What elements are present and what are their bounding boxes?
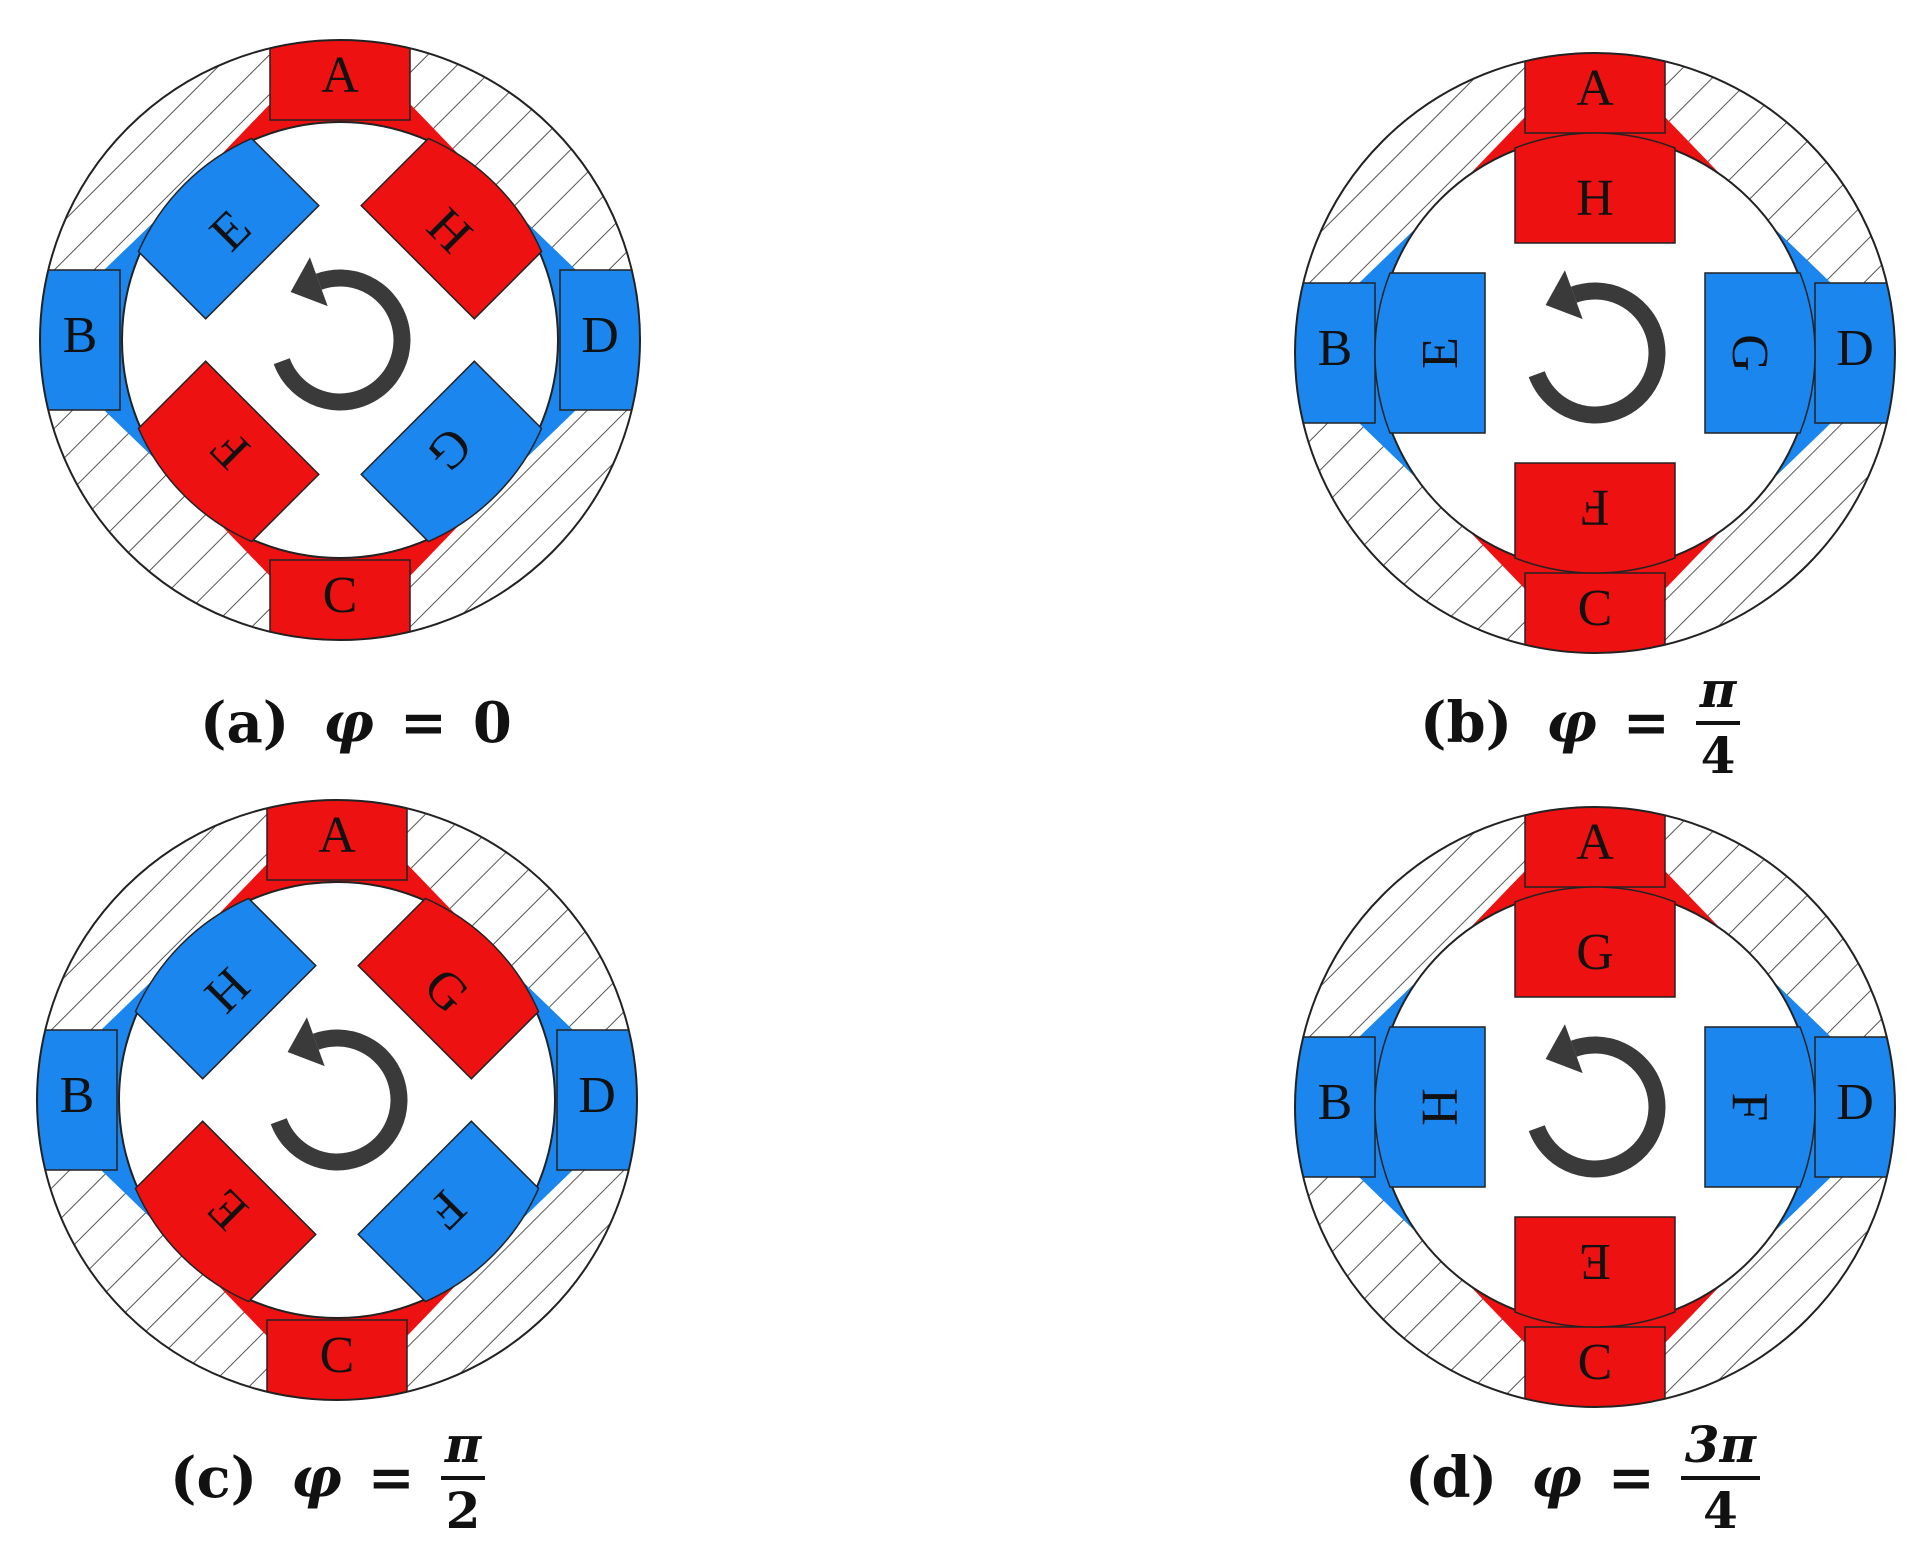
stator-pole-label: C [323, 567, 358, 624]
rotor-pole-h: H [134, 897, 317, 1080]
rotor-pole-h: H [1514, 132, 1676, 244]
caption-c-denominator: 2 [445, 1481, 481, 1540]
stator-pole-label: B [60, 1067, 95, 1124]
rotor-poles: H G F E [1374, 132, 1816, 574]
stator-outer-boundary [1294, 806, 1896, 1408]
rotor-pole-g: G [1704, 272, 1816, 434]
motor-diagram-d: A D C B G F E H [1294, 806, 1896, 1408]
rotor-pole-h: H [360, 137, 543, 320]
stator-pole-label: B [1318, 1074, 1353, 1131]
caption-a-symbol: φ [323, 690, 374, 756]
rotor-pole-label: G [1721, 334, 1778, 372]
rotor-pole-e: E [1374, 272, 1486, 434]
panel-b: A D C B H G F E [1285, 43, 1905, 668]
caption-c-equals: = [367, 1445, 415, 1511]
stator-pole-label: C [1578, 1334, 1613, 1391]
rotor-pole-f: F [1514, 462, 1676, 574]
caption-b-label: (b) [1420, 690, 1513, 756]
stator-pole-label: D [1836, 1074, 1874, 1131]
stator-poles: A D C B [37, 800, 637, 1400]
rotor-poles: G F E H [1374, 886, 1816, 1328]
rotor-pole-label: H [1412, 1088, 1469, 1126]
stator-pole-label: D [578, 1067, 616, 1124]
rotor-pole-label: G [1576, 924, 1614, 981]
rotor-pole-g: G [357, 897, 540, 1080]
panel-d: A D C B G F E H [1285, 797, 1905, 1422]
rotation-arrow-icon [1528, 270, 1666, 424]
caption-b-equals: = [1622, 690, 1670, 756]
caption-b-numerator: π [1699, 660, 1737, 719]
caption-d-fraction-bar [1680, 1476, 1761, 1480]
caption-c-fraction: π 2 [440, 1415, 486, 1540]
stator-pole-label: D [1836, 320, 1874, 377]
caption-c-symbol: φ [291, 1445, 342, 1511]
caption-c-label: (c) [170, 1445, 258, 1511]
rotor-pole-f: F [357, 1120, 540, 1303]
rotor-pole-f: F [1704, 1026, 1816, 1188]
stator-pole-label: C [1578, 580, 1613, 637]
stator-pole-label: B [63, 307, 98, 364]
motor-diagram-b: A D C B H G F E [1294, 52, 1896, 654]
caption-b-symbol: φ [1546, 690, 1597, 756]
caption-c-fraction-bar [440, 1476, 486, 1480]
rotor-pole-label: F [1721, 1093, 1778, 1122]
stator-pole-label: D [581, 307, 619, 364]
stator-pole-label: A [1576, 60, 1614, 117]
rotor-pole-label: E [1412, 337, 1469, 369]
rotor-pole-h: H [1374, 1026, 1486, 1188]
caption-d-label: (d) [1405, 1445, 1498, 1511]
rotor-pole-label: E [1579, 1233, 1611, 1290]
caption-b-fraction: π 4 [1695, 660, 1741, 785]
caption-c-numerator: π [444, 1415, 482, 1474]
caption-d-denominator: 4 [1703, 1481, 1738, 1540]
caption-c: (c) φ = π 2 [170, 1415, 486, 1540]
rotor-pole-e: E [137, 137, 320, 320]
rotor-pole-e: E [134, 1120, 317, 1303]
stator-pole-label: A [318, 807, 356, 864]
stator-outer-boundary [39, 39, 641, 641]
caption-a-value: 0 [472, 690, 512, 756]
rotor-pole-g: G [360, 360, 543, 543]
caption-b: (b) φ = π 4 [1420, 660, 1741, 785]
rotation-arrow-icon [273, 257, 411, 411]
caption-d-fraction: 3π 4 [1680, 1415, 1761, 1540]
caption-d-equals: = [1607, 1445, 1655, 1511]
caption-a-label: (a) [200, 690, 290, 756]
caption-d-symbol: φ [1531, 1445, 1582, 1511]
caption-a-equals: = [399, 690, 447, 756]
rotor-pole-g: G [1514, 886, 1676, 998]
rotation-arrow-icon [1528, 1024, 1666, 1178]
rotor-pole-label: F [1581, 479, 1610, 536]
rotor-pole-label: H [1576, 170, 1614, 227]
caption-d-numerator: 3π [1684, 1415, 1757, 1474]
stator-pole-label: C [320, 1327, 355, 1384]
stator-pole-label: A [1576, 814, 1614, 871]
caption-b-fraction-bar [1695, 721, 1741, 725]
stator-outer-boundary [1294, 52, 1896, 654]
rotor-pole-f: F [137, 360, 320, 543]
caption-b-denominator: 4 [1700, 726, 1736, 785]
rotation-arrow-icon [270, 1017, 408, 1171]
rotor-pole-e: E [1514, 1216, 1676, 1328]
stator-pole-label: B [1318, 320, 1353, 377]
stator-pole-label: A [321, 47, 359, 104]
caption-a: (a) φ = 0 [200, 690, 512, 756]
caption-d: (d) φ = 3π 4 [1405, 1415, 1761, 1540]
stator-outer-boundary [36, 799, 638, 1401]
